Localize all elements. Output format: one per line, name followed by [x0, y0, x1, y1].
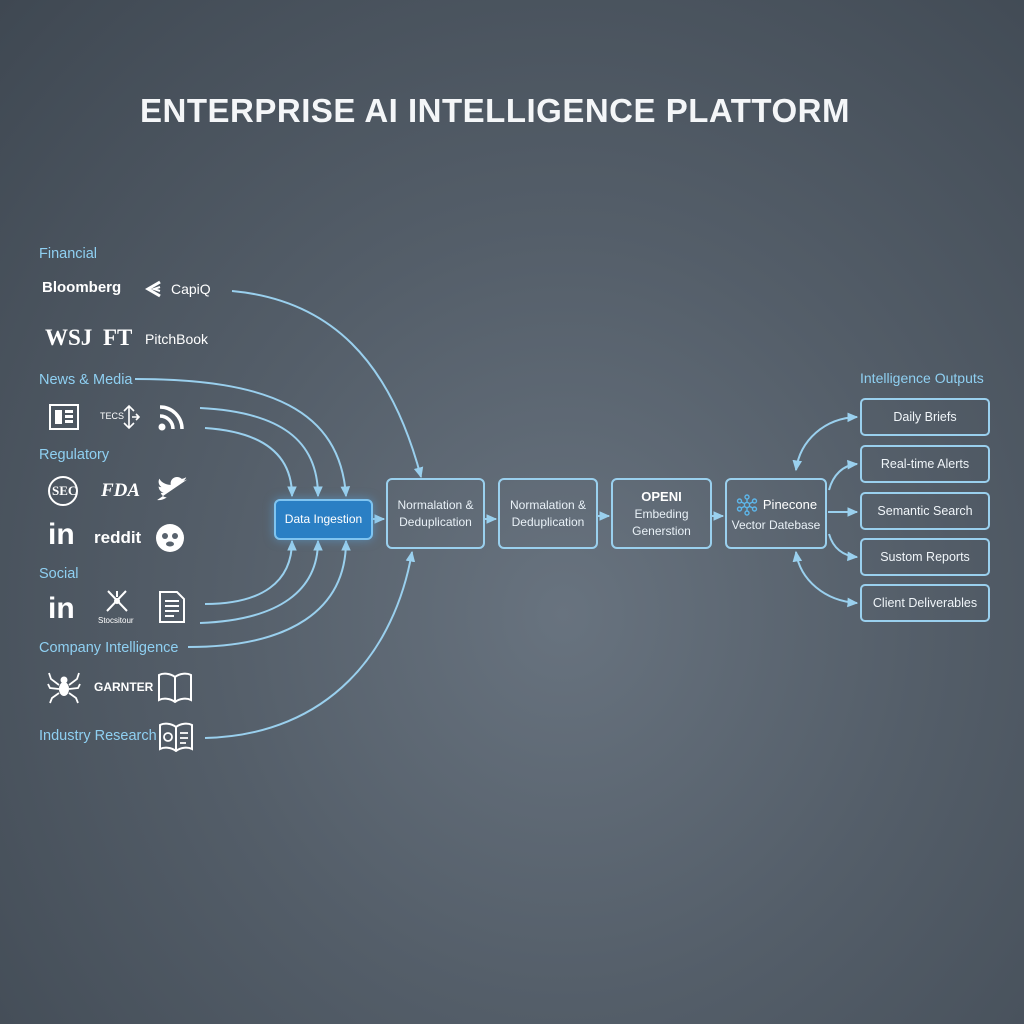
outputs-title: Intelligence Outputs	[860, 370, 984, 386]
reddit-alien-icon	[156, 524, 184, 552]
connector-company	[187, 539, 351, 648]
newspaper-icon	[49, 404, 79, 430]
document-icon	[159, 591, 185, 623]
category-social: Social	[39, 566, 79, 582]
output-realtime-alerts[interactable]: Real-time Alerts	[860, 445, 990, 483]
source-fda: FDA	[101, 480, 141, 501]
chevron-mark-icon	[145, 280, 161, 298]
connector-news	[134, 378, 351, 498]
pipeline-data-ingestion-label: Data Ingestion	[284, 512, 363, 527]
connector-financial	[231, 290, 424, 479]
pipeline-vector-line: Vector Datebase	[731, 518, 821, 533]
source-bloomberg: Bloomberg	[42, 279, 122, 296]
pipeline-embedding-heading: OPENI	[641, 488, 682, 504]
connector-news-3	[204, 427, 297, 498]
source-linkedin: in	[48, 518, 75, 551]
output-daily-briefs[interactable]: Daily Briefs	[860, 398, 990, 436]
category-news-media: News & Media	[39, 372, 133, 388]
output-semantic-search[interactable]: Semantic Search	[860, 492, 990, 530]
connector-out-5	[792, 550, 859, 608]
pipeline-normalization-2[interactable]: Normalation & Deduplication	[498, 478, 598, 549]
pinecone-network-icon	[736, 494, 758, 516]
connector-out-2	[828, 459, 859, 491]
output-custom-reports[interactable]: Sustom Reports	[860, 538, 990, 576]
source-reddit: reddit	[94, 528, 142, 547]
source-wsj: WSJ	[45, 325, 93, 350]
pipeline-normalization-2-line-1: Normalation &	[509, 497, 587, 512]
pipeline-normalization-1[interactable]: Normalation & Deduplication	[386, 478, 485, 549]
connector-news-2	[199, 407, 323, 498]
research-book-icon	[159, 722, 193, 752]
category-industry-research: Industry Research	[39, 728, 157, 744]
pipeline-vector-database[interactable]: Pinecone Vector Datebase	[725, 478, 827, 549]
output-client-deliverables[interactable]: Client Deliverables	[860, 584, 990, 622]
pipeline-normalization-2-line-2: Deduplication	[511, 514, 585, 529]
page-title: ENTERPRISE AI INTELLIGENCE PLATTORM	[140, 92, 850, 129]
pipeline-embedding-line-1: Embeding	[634, 506, 689, 521]
source-gartner: GARNTER	[94, 680, 154, 694]
pipeline-vector-heading: Pinecone	[762, 497, 818, 512]
source-capiq: CapiQ	[171, 281, 211, 297]
connector-out-4	[828, 533, 859, 562]
source-linkedin-social: in	[48, 592, 75, 625]
pipeline-normalization-1-line-2: Deduplication	[399, 514, 472, 529]
source-stocktwits: Stocsitour	[98, 616, 134, 625]
arrows-icon	[123, 404, 140, 430]
twitter-bird-icon	[157, 477, 188, 501]
category-financial: Financial	[39, 246, 98, 262]
open-book-icon	[158, 672, 192, 703]
pipeline-embedding[interactable]: OPENI Embeding Generstion	[611, 478, 712, 549]
pipeline-data-ingestion[interactable]: Data Ingestion	[274, 499, 373, 540]
tools-icon	[106, 590, 128, 612]
category-company-intelligence: Company Intelligence	[39, 640, 179, 656]
source-sec: SEC	[52, 483, 78, 498]
spider-icon	[47, 672, 81, 704]
category-regulatory: Regulatory	[39, 447, 110, 463]
connector-social-1	[204, 539, 297, 605]
rss-icon	[158, 405, 184, 431]
source-ft: FT	[103, 325, 133, 350]
pipeline-normalization-1-line-1: Normalation &	[397, 497, 474, 512]
pipeline-embedding-line-2: Generstion	[632, 523, 691, 538]
connector-research	[204, 550, 416, 739]
sec-seal-icon	[48, 476, 78, 506]
connector-social-2	[199, 539, 323, 624]
source-pitchbook: PitchBook	[145, 331, 209, 347]
connector-out-1	[792, 412, 859, 472]
source-tech: TECS	[100, 411, 125, 421]
